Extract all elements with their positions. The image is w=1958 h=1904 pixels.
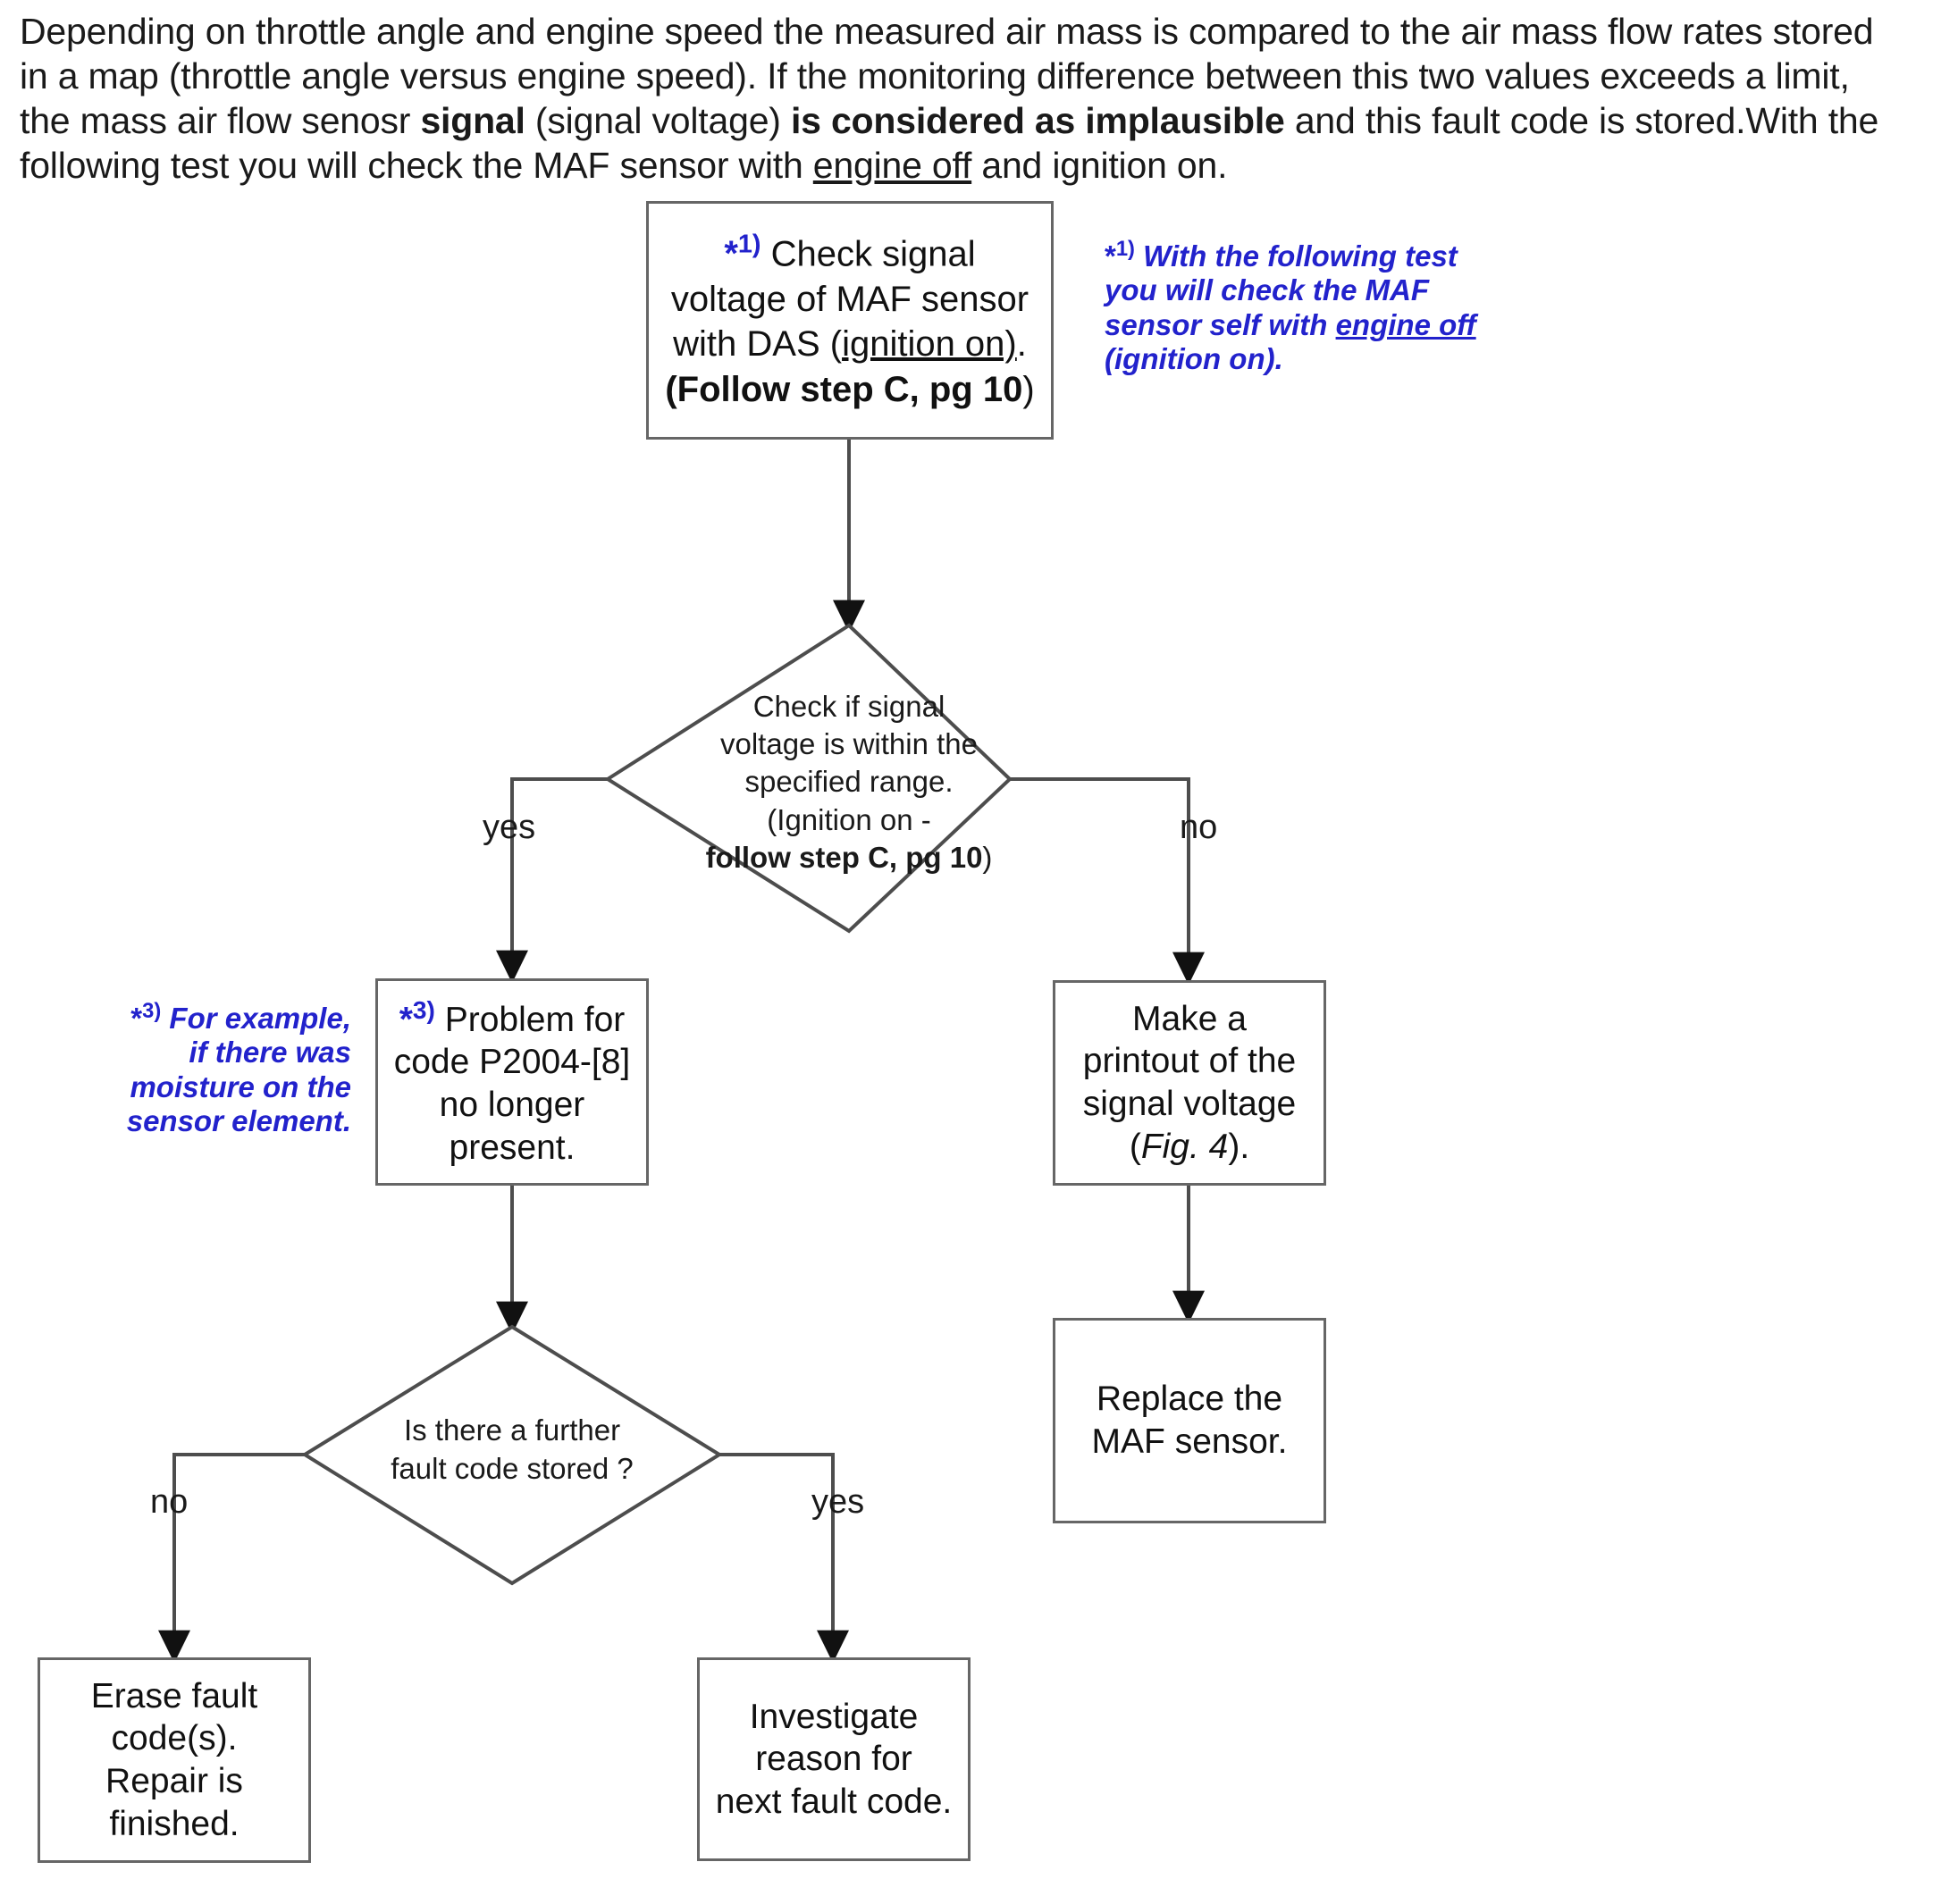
ignition-on-underlined: ignition on) [842,324,1017,365]
replace-sensor-box[interactable]: Replace the MAF sensor. [1053,1318,1326,1523]
decision1-label[interactable]: Check if signal voltage is within the sp… [608,688,1090,877]
erase-fault-codes-box[interactable]: Erase fault code(s). Repair is finished. [38,1657,311,1863]
intro-paragraph: Depending on throttle angle and engine s… [20,9,1945,188]
replace-box-line-2: MAF sensor. [1091,1422,1288,1461]
printout-box-line-2: printout of the [1082,1042,1297,1081]
edge-label-decision1-yes: yes [483,809,536,846]
decision1-line-2: voltage is within the [720,727,978,761]
intro-line-2: in a map (throttle angle versus engine s… [20,55,1850,97]
footnote-3-annotation: *3) For example, if there was moisture o… [97,999,351,1138]
decision2-line-2: fault code stored ? [391,1451,634,1485]
footnote-3-line-2: if there was [189,1036,351,1069]
printout-box[interactable]: Make a printout of the signal voltage (F… [1053,980,1326,1186]
engine-off-underlined-note: engine off [1335,307,1476,341]
problem-box-line-4: present. [449,1128,576,1167]
intro-bold-signal: signal [420,100,525,142]
start-box-line-3: with DAS (ignition on). [673,324,1027,365]
edge-decision1-yes [496,777,608,984]
problem-box-line-2: code P2004-[8] [393,1043,631,1082]
footnote-3-line-1: *3) For example, [130,999,351,1035]
decision2-line-1: Is there a further [403,1413,621,1447]
investigate-next-code-box[interactable]: Investigate reason for next fault code. [697,1657,971,1861]
start-box[interactable]: *1) Check signal voltage of MAF sensor w… [646,201,1054,440]
intro-line-1: Depending on throttle angle and engine s… [20,11,1874,52]
printout-box-line-4: (Fig. 4). [1129,1127,1250,1166]
intro-line-4-part-b: and ignition on. [971,145,1228,187]
printout-box-line-3: signal voltage [1082,1085,1297,1123]
footnote-3-line-3: moisture on the [130,1069,351,1103]
footnote-1-line-2: you will check the MAF [1105,273,1430,307]
intro-underline-engine-off: engine off [812,145,972,187]
decision2-label[interactable]: Is there a further fault code stored ? [333,1412,691,1489]
decision1-line-3: specified range. [744,765,954,799]
erase-box-line-4: finished. [109,1804,239,1843]
start-box-line-2: voltage of MAF sensor [670,279,1029,319]
decision1-line-5: follow step C, pg 10) [705,840,993,874]
intro-bold-implausible: is considered as implausible [790,100,1285,142]
figure-reference: Fig. 4 [1140,1127,1229,1166]
problem-box-line-1: *3) Problem for [399,995,626,1039]
replace-box-line-1: Replace the [1096,1380,1283,1419]
problem-resolved-box[interactable]: *3) Problem for code P2004-[8] no longer… [375,978,649,1186]
intro-line-3-part-c: and this fault code is stored.With the [1284,100,1879,142]
intro-line-4-part-a: following test you will check the MAF se… [20,145,813,187]
investigate-box-line-2: reason for [755,1740,912,1779]
edge-decision2-no [158,1453,305,1664]
footnote-marker-3-icon: *3) [399,995,435,1039]
decision1-line-4: (Ignition on - [767,802,931,836]
printout-box-line-1: Make a [1132,999,1247,1038]
problem-box-line-3: no longer [439,1086,585,1124]
footnote-1-line-3: sensor self with engine off [1105,307,1476,341]
intro-line-3-part-a: the mass air flow senosr [20,100,421,142]
investigate-box-line-1: Investigate [749,1697,919,1736]
erase-box-line-3: Repair is [105,1762,243,1800]
investigate-box-line-3: next fault code. [715,1782,953,1821]
edge-label-decision2-no: no [150,1483,189,1521]
footnote-3-line-4: sensor element. [126,1103,351,1137]
footnote-1-line-4: (ignition on). [1105,341,1283,375]
start-box-line-4: (Follow step C, pg 10) [665,369,1035,409]
footnote-marker-1-note-icon: *1) [1105,237,1135,273]
edge-label-decision1-no: no [1180,809,1218,846]
footnote-1-line-1: *1) With the following test [1105,237,1458,273]
start-box-line-1: *1) Check signal [724,231,976,274]
footnote-marker-1-icon: *1) [724,231,761,274]
erase-box-line-1: Erase fault [90,1676,258,1715]
erase-box-line-2: code(s). [111,1719,238,1758]
decision1-line-1: Check if signal [752,690,945,723]
footnote-marker-3-note-icon: *3) [130,999,162,1035]
edge-label-decision2-yes: yes [811,1483,865,1521]
intro-line-3-part-b: (signal voltage) [525,100,791,142]
footnote-1-annotation: *1) With the following test you will che… [1105,237,1489,376]
